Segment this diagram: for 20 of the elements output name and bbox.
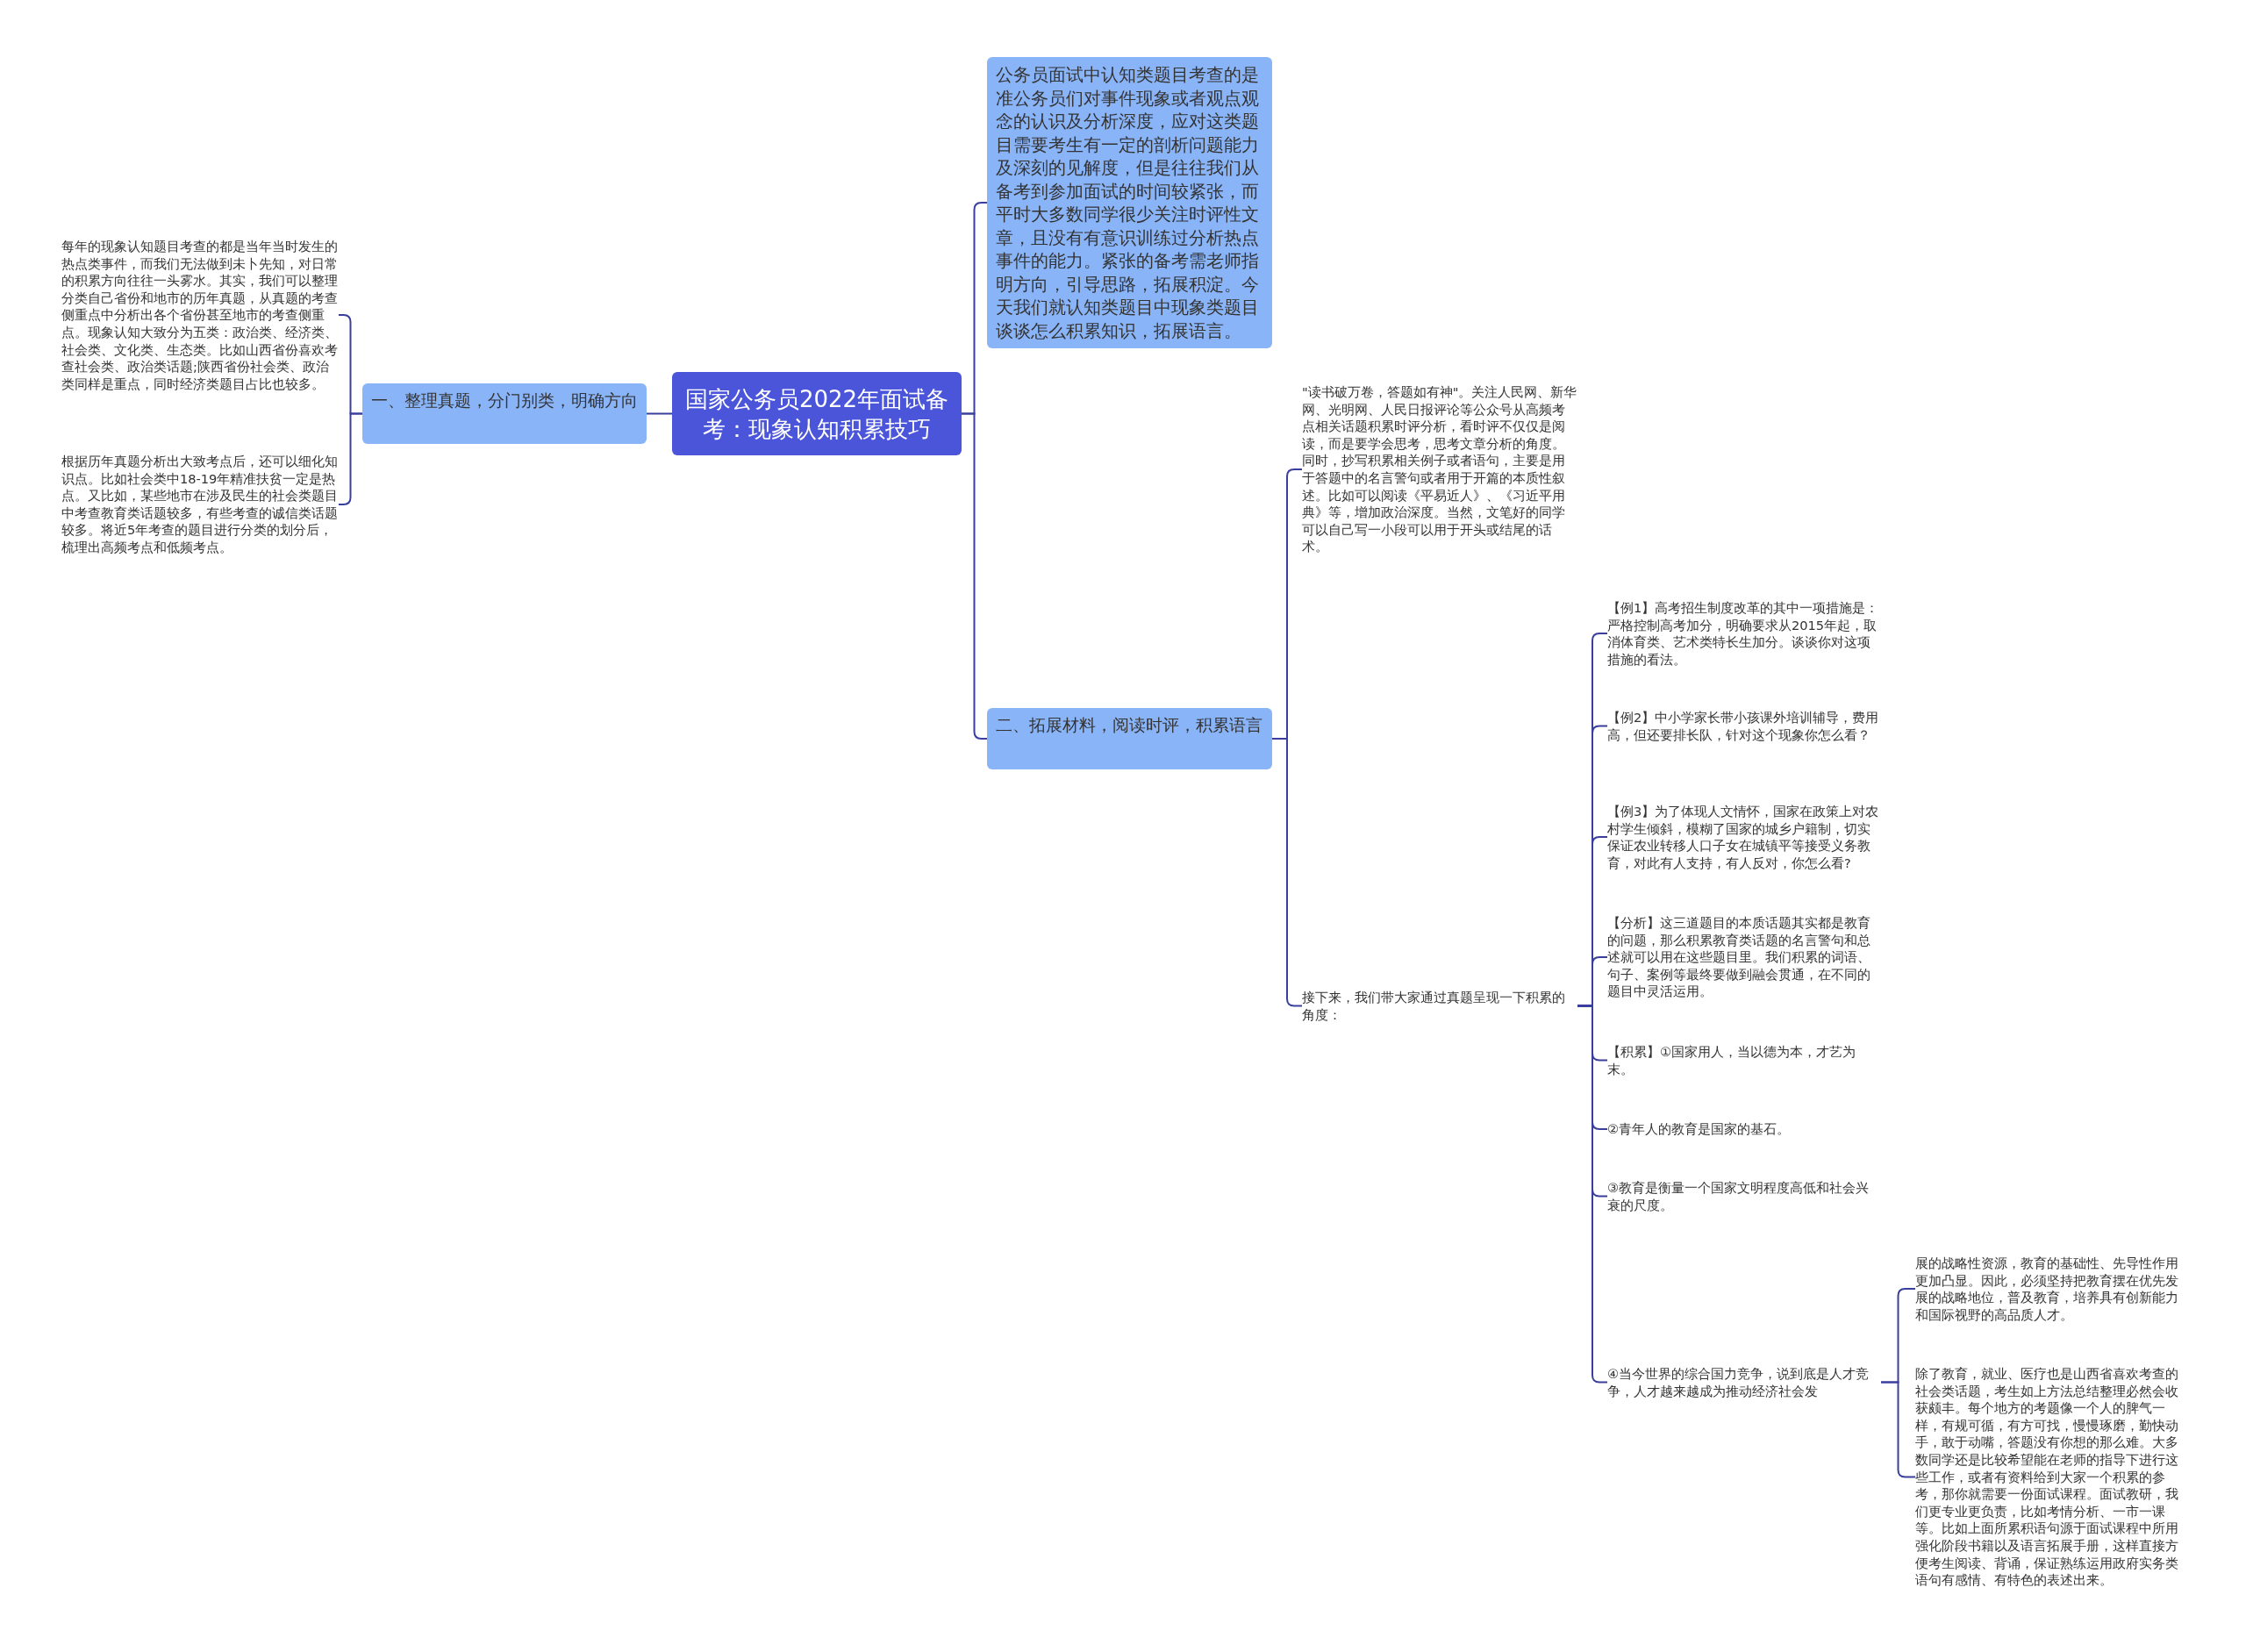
- topic-box: 公务员面试中认知类题目考查的是准公务员们对事件现象或者观点观念的认识及分析深度，应对这类题目需要考生有一定的剖析问题能力及深刻的见解度，但是往往我们从备考到参加面试的时间较紧张，而平时大多数同学很少关注时评性文章，且没有有意识训练过分析热点事件的能力。紧张的备考需老师指明方向，引导思路，拓展积淀。今天我们就认知类题目中现象类题目谈谈怎么积累知识，拓展语言。: [987, 57, 1272, 348]
- branch-box: 二、拓展材料，阅读时评，积累语言: [987, 708, 1272, 769]
- connector-line: [1271, 738, 1303, 1007]
- text-note: "读书破万卷，答题如有神"。关注人民网、新华网、光明网、人民日报评论等公众号从高频考点相关话题积累时评分析，看时评不仅仅是阅读，而是要学会思考，思考文章分析的角度。同时，抄写积累相关例子或者语句，主要是用于答题中的名言警句或者用于开篇的本质性叙述。比如可以阅读《平易近人》、《习近平用典》等，增加政治深度。当然，文笔好的同学可以自己写一小段可以用于开头或结尾的话术。: [1302, 383, 1577, 555]
- text-note: 【积累】①国家用人，当以德为本，才艺为末。: [1607, 1043, 1881, 1078]
- text-note: 【例2】中小学家长带小孩课外培训辅导，费用高，但还要排长队，针对这个现象你怎么看？: [1607, 709, 1881, 744]
- central-topic-box: 国家公务员2022年面试备考：现象认知积累技巧: [672, 372, 962, 455]
- text-note: 展的战略性资源，教育的基础性、先导性作用更加凸显。因此，必须坚持把教育摆在优先发展的战略地位，普及教育，培养具有创新能力和国际视野的高品质人才。: [1915, 1255, 2187, 1324]
- text-note: 接下来，我们带大家通过真题呈现一下积累的角度：: [1302, 989, 1577, 1024]
- text-note: ④当今世界的综合国力竞争，说到底是人才竞争，人才越来越成为推动经济社会发: [1607, 1365, 1881, 1400]
- connector-line: [646, 412, 673, 415]
- text-note: 根据历年真题分析出大致考点后，还可以细化知识点。比如社会类中18-19年精准扶贫一定是热点。又比如，某些地市在涉及民生的社会类题目中考查教育类话题较多，有些考查的诚信类话题较多。将近5年考查的题目进行分类的划分后，梳理出高频考点和低频考点。: [61, 453, 339, 556]
- text-note: 【例1】高考招生制度改革的其中一项措施是：严格控制高考加分，明确要求从2015年起，取消体育类、艺术类特长生加分。谈谈你对这项措施的看法。: [1607, 599, 1881, 669]
- text-note: ③教育是衡量一个国家文明程度高低和社会兴衰的尺度。: [1607, 1179, 1881, 1214]
- text-note: 除了教育，就业、医疗也是山西省喜欢考查的社会类话题，考生如上方法总结整理必然会收获颇丰。每个地方的考题像一个人的脾气一样，有规可循，有方可找，慢慢琢磨，勤快动手，敢于动嘴，答题没有你想的那么难。大多数同学还是比较希望能在老师的指导下进行这些工作，或者有资料给到大家一个积累的参考，那你就需要一份面试课程。面试教研，我们更专业更负责，比如考情分析、一市一课等。比如上面所累积语句源于面试课程中所用强化阶段书籍以及语言拓展手册，这样直接方便考生阅读、背诵，保证熟练运用政府实务类语句有感情、有特色的表述出来。: [1915, 1365, 2187, 1589]
- branch-box: 一、整理真题，分门别类，明确方向: [362, 383, 647, 444]
- text-note: 每年的现象认知题目考查的都是当年当时发生的热点类事件，而我们无法做到未卜先知，对日常的积累方向往往一头雾水。其实，我们可以整理分类自己省份和地市的历年真题，从真题的考查侧重点中分析出各个省份甚至地市的考查侧重点。现象认知大致分为五类：政治类、经济类、社会类、文化类、生态类。比如山西省份喜欢考查社会类、政治类话题;陕西省份社会类、政治类同样是重点，同时经济类题目占比也较多。: [61, 238, 339, 393]
- text-note: 【例3】为了体现人文情怀，国家在政策上对农村学生倾斜，模糊了国家的城乡户籍制，切实保证农业转移人口子女在城镇平等接受义务教育，对此有人支持，有人反对，你怎么看?: [1607, 803, 1881, 872]
- text-note: ②青年人的教育是国家的基石。: [1607, 1120, 1881, 1138]
- text-note: 【分析】这三道题目的本质话题其实都是教育的问题，那么积累教育类话题的名言警句和总述就可以用在这些题目里。我们积累的词语、句子、案例等最终要做到融会贯通，在不同的题目中灵活运用。: [1607, 914, 1881, 1000]
